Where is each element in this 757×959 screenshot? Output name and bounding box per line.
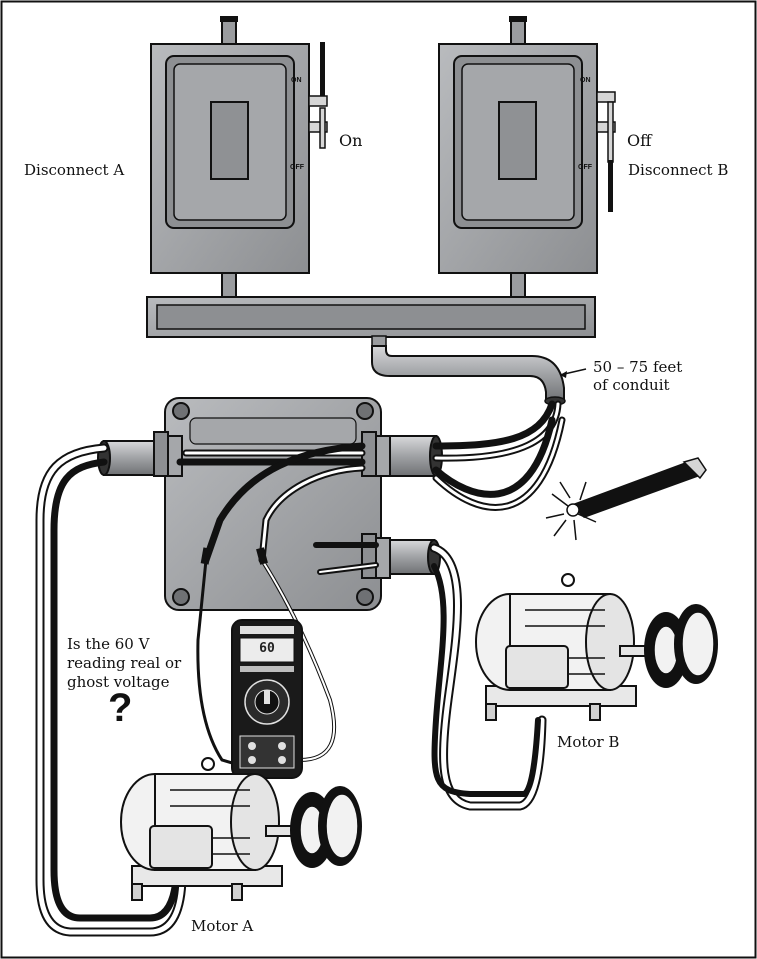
meter-display: 60: [259, 641, 275, 656]
motor-b-label: Motor B: [557, 733, 620, 751]
left-conduit-fitting: [97, 431, 183, 477]
question-line1: Is the 60 V: [67, 635, 150, 653]
question-mark: ?: [108, 686, 133, 730]
right-conduit-fitting: [361, 431, 443, 477]
motor-a: [120, 757, 362, 901]
conduit: [371, 335, 587, 406]
disconnect-a: [150, 16, 328, 298]
motor-b: [475, 573, 718, 721]
conduit-length-line2: of conduit: [593, 376, 670, 394]
disconnect-a-state: On: [339, 131, 363, 150]
voltage-tester-pen: [545, 457, 707, 541]
multimeter: [231, 619, 303, 779]
motor-b-conduit-fitting: [361, 533, 441, 579]
conduit-length-line1: 50 – 75 feet: [593, 358, 683, 376]
meter-probes: [200, 547, 268, 565]
wires: [35, 400, 566, 937]
disconnect-b-label: Disconnect B: [628, 161, 729, 179]
question-line2: reading real or: [67, 654, 182, 672]
disconnect-b-state: Off: [627, 131, 652, 150]
question-line3: ghost voltage: [67, 673, 170, 691]
disconnect-a-off-marking: OFF: [290, 164, 304, 171]
disconnect-a-on-marking: ON: [291, 77, 302, 84]
motor-a-label: Motor A: [191, 917, 254, 935]
disconnect-a-label: Disconnect A: [24, 161, 125, 179]
disconnect-b-off-marking: OFF: [578, 164, 592, 171]
disconnect-b-on-marking: ON: [580, 77, 591, 84]
disconnect-b: [438, 16, 616, 298]
wireway: [146, 296, 596, 338]
